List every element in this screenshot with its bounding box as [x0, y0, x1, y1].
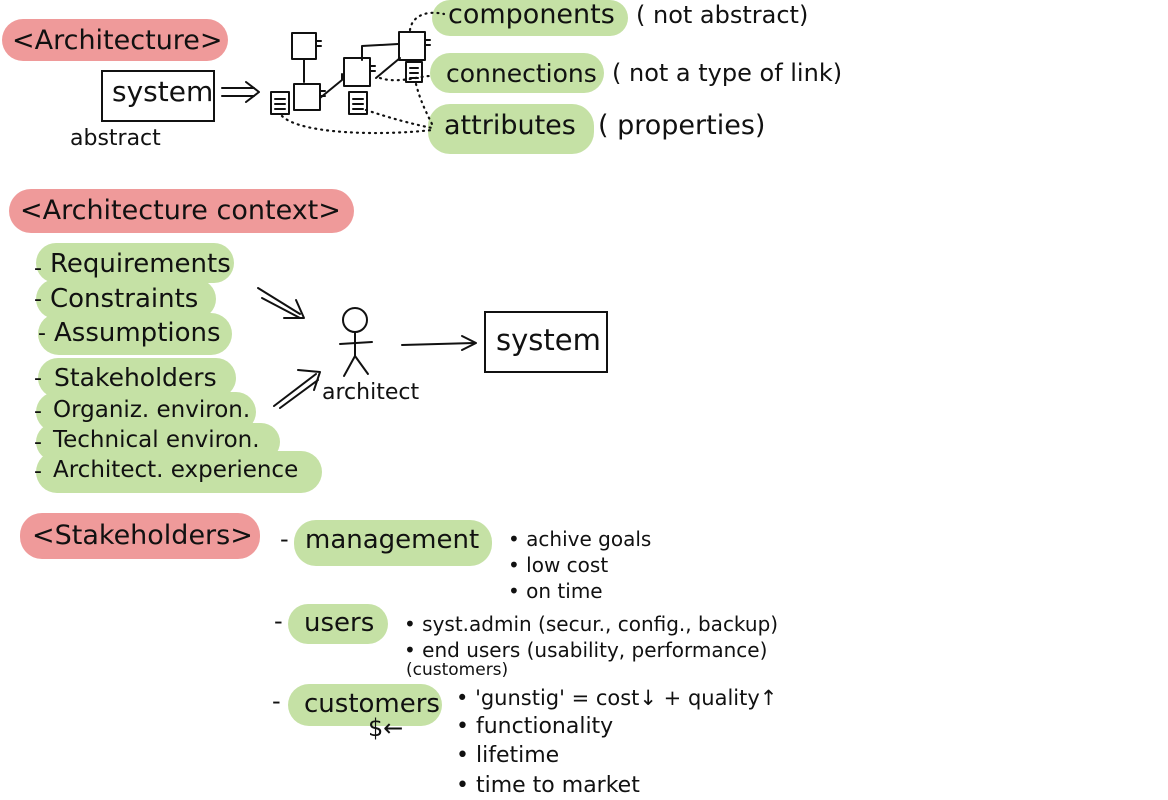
- attributes-note: ( properties): [598, 110, 766, 141]
- architect-stick-figure-icon: [339, 307, 373, 377]
- users-bullet-text: end users (usability, performance): [422, 638, 768, 662]
- management-bullet-low-cost: • low cost: [508, 553, 609, 577]
- architecture-system-box: [101, 70, 215, 122]
- context-item-dash: -: [34, 399, 42, 424]
- context-item-highlight: [36, 243, 234, 283]
- context-item-requirements: Requirements: [50, 249, 231, 279]
- users-bullet-end-users: • end users (usability, performance): [404, 638, 768, 662]
- management-bullet-text: low cost: [526, 553, 609, 577]
- context-item-dash: -: [38, 321, 46, 346]
- context-item-architect-experience: Architect. experience: [53, 457, 299, 483]
- context-item-highlight: [36, 451, 322, 493]
- customers-bullet-lifetime: • lifetime: [456, 743, 560, 768]
- architecture-system-label: system: [112, 75, 214, 108]
- stakeholder-dash: -: [272, 687, 281, 715]
- customers-bullet-text: lifetime: [475, 743, 560, 768]
- stakeholder-customers: customers: [304, 689, 440, 719]
- components-highlight: [432, 0, 628, 36]
- context-item-assumptions: Assumptions: [54, 318, 221, 348]
- users-note-customers: (customers): [406, 660, 509, 680]
- context-item-highlight: [38, 358, 236, 398]
- context-item-dash: -: [34, 459, 42, 484]
- context-item-constraints: Constraints: [50, 284, 199, 314]
- attributes-label: attributes: [444, 110, 576, 141]
- connections-label: connections: [446, 59, 597, 88]
- components-label: components: [448, 0, 615, 30]
- context-item-dash: -: [34, 287, 42, 312]
- customers-bullet-time-to-market: • time to market: [456, 773, 640, 798]
- stakeholder-users: users: [304, 608, 375, 638]
- context-item-highlight: [36, 279, 216, 319]
- connections-highlight: [430, 53, 604, 93]
- users-bullet-text: syst.admin (secur., config., backup): [422, 612, 779, 636]
- components-leader: [408, 11, 446, 32]
- management-highlight: [294, 520, 492, 566]
- attributes-highlight: [428, 104, 594, 154]
- context-item-dash: -: [34, 256, 42, 281]
- users-highlight: [288, 604, 388, 644]
- context-inflow-arrow-icon: [257, 287, 321, 409]
- refines-arrow-icon: [221, 81, 260, 103]
- customers-symbol: $←: [368, 714, 404, 742]
- component-diagram-icon: [270, 31, 431, 115]
- management-bullet-text: on time: [526, 579, 603, 603]
- architect-label: architect: [322, 380, 420, 405]
- attributes-leader-2: [364, 108, 434, 130]
- customers-bullet-text: functionality: [475, 714, 614, 739]
- context-item-dash: -: [34, 366, 42, 391]
- customers-bullet-gunstig: • 'gunstig' = cost↓ + quality↑: [456, 686, 778, 710]
- customers-highlight: [288, 684, 442, 726]
- architecture-abstract-label: abstract: [70, 126, 161, 151]
- customers-bullet-text: time to market: [475, 773, 640, 798]
- context-item-highlight: [38, 313, 232, 355]
- context-item-stakeholders: Stakeholders: [54, 363, 217, 392]
- context-system-box: [484, 311, 608, 373]
- stakeholder-dash: -: [280, 525, 289, 553]
- stakeholders-heading-highlight: [20, 513, 260, 559]
- architect-to-system-arrow-icon: [401, 335, 477, 351]
- context-system-label: system: [496, 323, 601, 357]
- context-heading: <Architecture context>: [20, 195, 341, 226]
- components-note: ( not abstract): [636, 1, 809, 29]
- users-bullet-syst-admin: • syst.admin (secur., config., backup): [404, 612, 779, 636]
- stakeholders-heading: <Stakeholders>: [32, 520, 253, 551]
- connections-leader: [378, 74, 432, 82]
- context-item-technical-environ: Technical environ.: [53, 427, 260, 453]
- attributes-leader-1: [280, 114, 434, 135]
- management-bullet-achive-goals: • achive goals: [508, 527, 652, 551]
- attributes-leader-3: [414, 82, 434, 126]
- stakeholder-dash: -: [274, 607, 283, 635]
- management-bullet-on-time: • on time: [508, 579, 603, 603]
- stakeholder-management: management: [305, 525, 480, 555]
- architecture-heading-highlight: [2, 19, 228, 61]
- customers-bullet-functionality: • functionality: [456, 714, 614, 739]
- management-bullet-text: achive goals: [526, 527, 652, 551]
- context-heading-highlight: [9, 189, 354, 233]
- connections-note: ( not a type of link): [612, 59, 843, 87]
- context-item-dash: -: [34, 430, 42, 455]
- architecture-heading: <Architecture>: [12, 25, 223, 56]
- customers-bullet-text: 'gunstig' = cost↓ + quality↑: [475, 686, 778, 710]
- context-item-organiz-environ: Organiz. environ.: [53, 397, 251, 423]
